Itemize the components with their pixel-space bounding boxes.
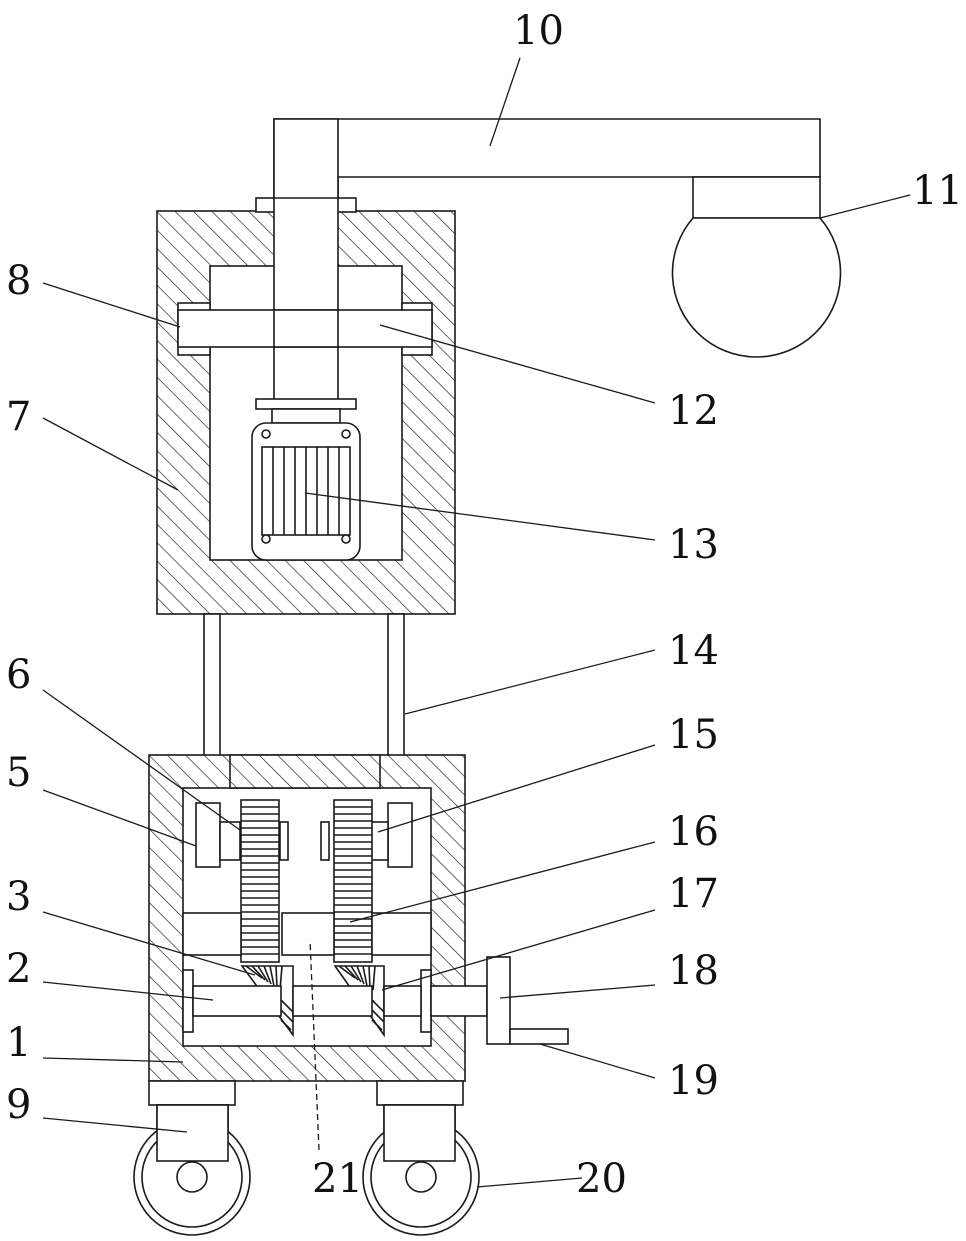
lamp bbox=[673, 218, 841, 357]
label-8: 8 bbox=[6, 258, 31, 304]
label-9: 9 bbox=[6, 1082, 31, 1128]
label-12: 12 bbox=[668, 388, 719, 434]
label-2: 2 bbox=[6, 946, 31, 992]
label-14: 14 bbox=[668, 628, 719, 674]
crank-handle bbox=[487, 957, 568, 1044]
label-19: 19 bbox=[668, 1058, 719, 1104]
label-15: 15 bbox=[668, 712, 719, 758]
label-7: 7 bbox=[6, 394, 31, 440]
label-11: 11 bbox=[912, 168, 963, 214]
motor bbox=[252, 399, 360, 560]
label-10: 10 bbox=[513, 8, 564, 54]
label-20: 20 bbox=[576, 1156, 627, 1202]
right-gear-rack bbox=[334, 800, 372, 962]
label-16: 16 bbox=[668, 809, 719, 855]
wheels bbox=[134, 1105, 479, 1235]
label-18: 18 bbox=[668, 948, 719, 994]
label-17: 17 bbox=[668, 871, 719, 917]
label-3: 3 bbox=[6, 874, 31, 920]
label-1: 1 bbox=[6, 1020, 31, 1066]
left-gear-rack bbox=[241, 800, 279, 962]
label-21: 21 bbox=[312, 1156, 363, 1202]
label-13: 13 bbox=[668, 522, 719, 568]
label-6: 6 bbox=[6, 652, 31, 698]
label-5: 5 bbox=[6, 750, 31, 796]
bearing-seats bbox=[183, 913, 431, 955]
